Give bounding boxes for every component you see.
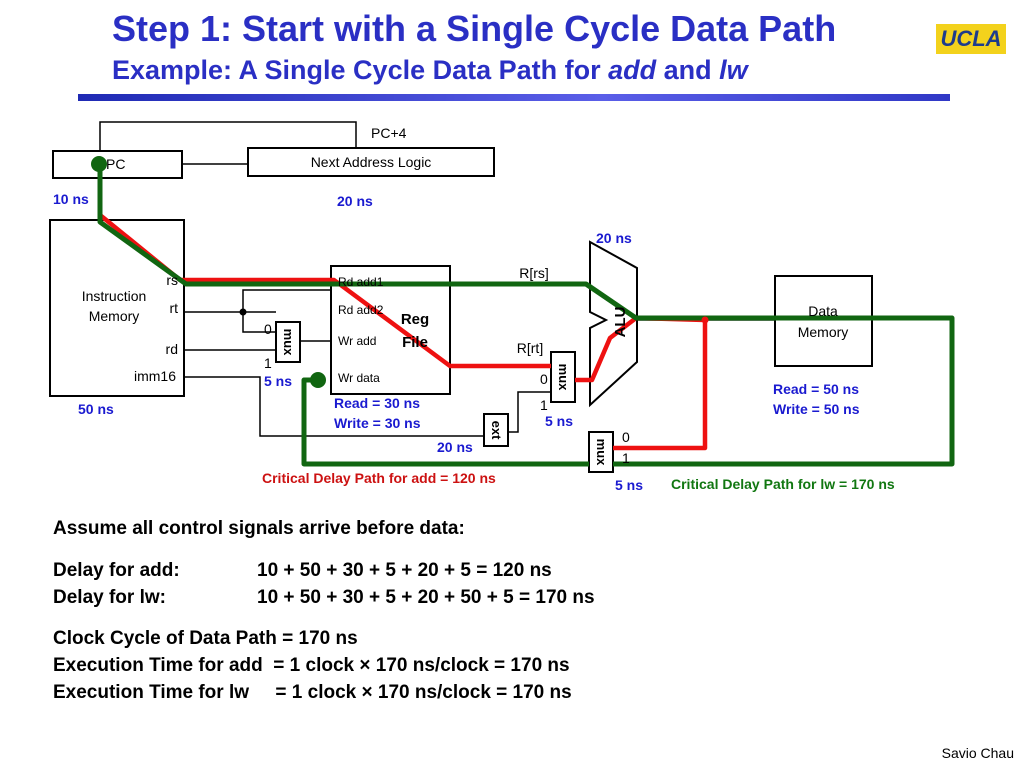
page-subtitle: Example: A Single Cycle Data Path for ad… xyxy=(112,54,932,86)
crit-add-label: Critical Delay Path for add = 120 ns xyxy=(262,470,496,486)
nal-label: Next Address Logic xyxy=(311,154,432,170)
imem-label-1: Instruction xyxy=(82,288,147,304)
delay-lw-label: Delay for lw: xyxy=(53,587,166,608)
mux-3-box xyxy=(588,431,614,473)
wradd-label: Wr add xyxy=(338,334,376,348)
imm16-wire xyxy=(184,376,484,437)
mux1-0-label: 0 xyxy=(264,321,272,337)
clock-cycle-line: Clock Cycle of Data Path = 170 ns xyxy=(53,628,358,649)
mux2-label: mux xyxy=(556,364,571,392)
mux1-delay: 5 ns xyxy=(264,373,292,389)
mux1-1-label: 1 xyxy=(264,355,272,371)
imem-delay: 50 ns xyxy=(78,401,114,417)
pc-label: PC xyxy=(106,156,125,172)
mux2-delay: 5 ns xyxy=(545,413,573,429)
dmem-label-1: Data xyxy=(808,303,838,319)
delay-add-label: Delay for add: xyxy=(53,560,180,581)
rd-label: rd xyxy=(166,341,178,357)
ucla-logo: UCLA xyxy=(936,24,1006,54)
mux1-label: mux xyxy=(281,329,296,357)
reg-read-delay: Read = 30 ns xyxy=(334,395,420,411)
mux3-0-label: 0 xyxy=(622,429,630,445)
rrs-label: R[rs] xyxy=(519,265,549,281)
pc4-feedback-wire xyxy=(99,121,357,150)
wrdata-dot xyxy=(310,372,326,388)
pc-dot xyxy=(91,156,107,172)
imem-label-2: Memory xyxy=(89,308,140,324)
subtitle-add: add xyxy=(608,55,657,85)
assume-line: Assume all control signals arrive before… xyxy=(53,518,465,539)
title-rule xyxy=(78,94,950,101)
exec-add-line: Execution Time for add = 1 clock × 170 n… xyxy=(53,655,570,676)
nal-delay: 20 ns xyxy=(337,193,373,209)
rdadd1-label: Rd add1 xyxy=(338,275,384,289)
mux3-delay: 5 ns xyxy=(615,477,643,493)
rt-label: rt xyxy=(169,300,178,316)
wrdata-label: Wr data xyxy=(338,371,380,385)
rrt-label: R[rt] xyxy=(517,340,543,356)
imm16-label: imm16 xyxy=(134,368,176,384)
rdadd2-label: Rd add2 xyxy=(338,303,384,317)
reg-label: Reg xyxy=(401,311,429,328)
alu-out-dot xyxy=(701,316,709,324)
mux2-0-label: 0 xyxy=(540,371,548,387)
pc-delay: 10 ns xyxy=(53,191,89,207)
rt-junction-dot xyxy=(239,308,247,316)
datapath-diagram: PC+4 PC Next Address Logic Instruction M… xyxy=(49,121,955,493)
subtitle-prefix: Example: A Single Cycle Data Path for xyxy=(112,55,609,85)
mux-2-box xyxy=(550,351,576,403)
pc-box xyxy=(52,150,183,179)
ext-box xyxy=(483,413,509,447)
pc4-label: PC+4 xyxy=(371,125,407,141)
mux3-label: mux xyxy=(594,439,609,467)
delay-add-row: Delay for add: 10 + 50 + 30 + 5 + 20 + 5… xyxy=(53,559,753,583)
reg-write-delay: Write = 30 ns xyxy=(334,415,421,431)
instruction-memory-box xyxy=(49,219,185,397)
data-memory-box xyxy=(774,275,873,367)
rt-to-mux-wire xyxy=(242,312,276,333)
alu-label: ALU xyxy=(612,307,629,338)
register-file-box xyxy=(330,265,451,395)
dmem-write-delay: Write = 50 ns xyxy=(773,401,860,417)
ext-delay: 20 ns xyxy=(437,439,473,455)
delay-lw-value: 10 + 50 + 30 + 5 + 20 + 50 + 5 = 170 ns xyxy=(257,587,595,608)
alu-delay: 20 ns xyxy=(596,230,632,246)
rt-to-rdadd2-wire xyxy=(242,289,331,312)
ext-label: ext xyxy=(489,421,504,440)
mux2-1-label: 1 xyxy=(540,397,548,413)
author-name: Savio Chau xyxy=(941,745,1014,761)
next-address-logic-box xyxy=(247,147,495,177)
subtitle-lw: lw xyxy=(719,55,748,85)
ext-to-mux-wire xyxy=(508,391,551,433)
rs-label: rs xyxy=(166,272,178,288)
dmem-read-delay: Read = 50 ns xyxy=(773,381,859,397)
file-label: File xyxy=(402,334,428,351)
delay-add-value: 10 + 50 + 30 + 5 + 20 + 5 = 120 ns xyxy=(257,560,552,581)
page-title: Step 1: Start with a Single Cycle Data P… xyxy=(112,8,837,49)
alu-shape xyxy=(589,240,638,408)
delay-lw-row: Delay for lw: 10 + 50 + 30 + 5 + 20 + 50… xyxy=(53,586,753,610)
lw-path-pc xyxy=(97,164,955,467)
mux-1-box xyxy=(275,321,301,363)
dmem-label-2: Memory xyxy=(798,324,849,340)
mux3-1-label: 1 xyxy=(622,450,630,466)
crit-lw-label: Critical Delay Path for lw = 170 ns xyxy=(671,476,895,492)
subtitle-and: and xyxy=(656,55,720,85)
exec-lw-line: Execution Time for lw = 1 clock × 170 ns… xyxy=(53,682,572,703)
